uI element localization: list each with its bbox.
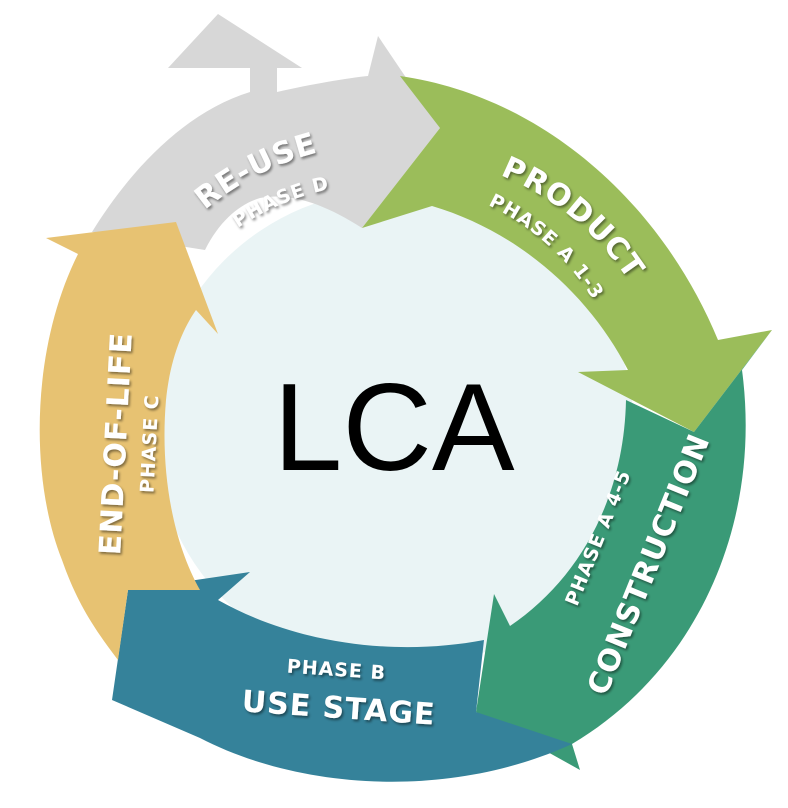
product-arrow <box>362 76 772 432</box>
center-disc <box>154 190 634 670</box>
use-stage-arrow <box>112 572 572 782</box>
center-label: LCA <box>273 359 515 497</box>
construction-arrow <box>476 330 772 770</box>
end-of-life-arrow <box>39 222 218 660</box>
reuse-arrow <box>92 14 440 250</box>
end-of-life-subtitle: PHASE C <box>136 394 163 494</box>
